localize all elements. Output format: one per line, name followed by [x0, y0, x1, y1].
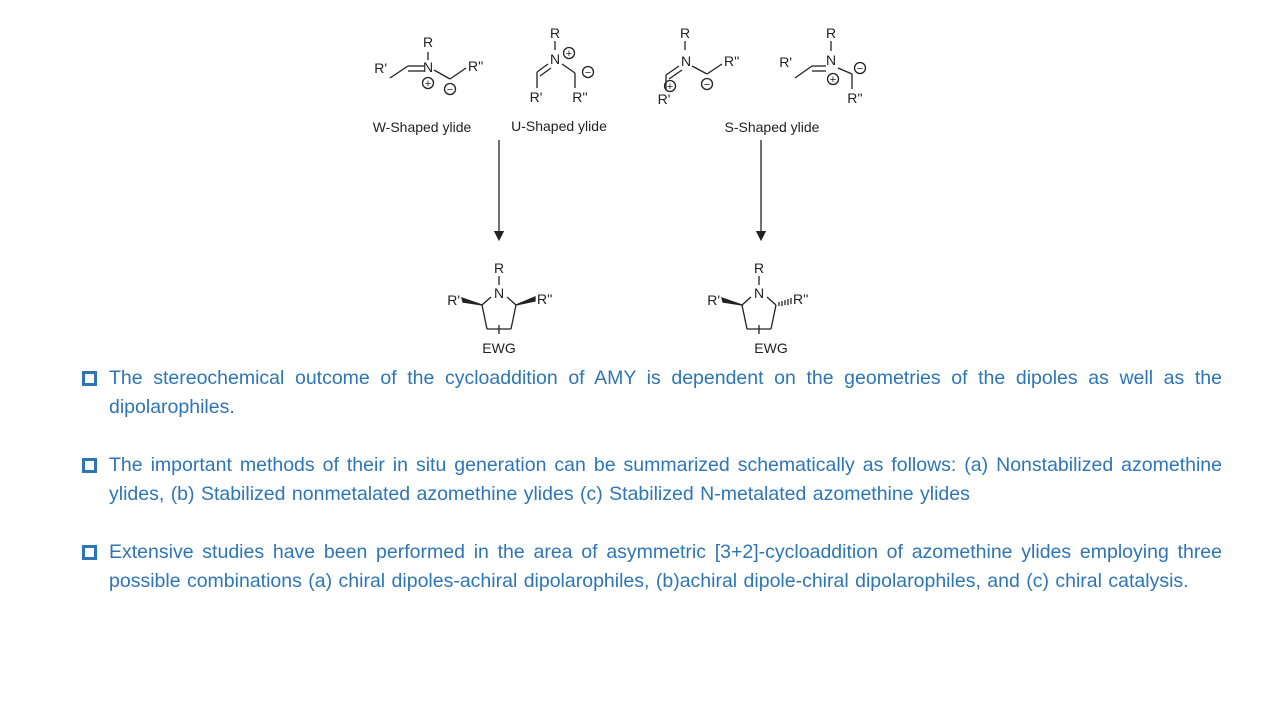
w-n-atom: N [423, 59, 433, 75]
p1-r2-group: R'' [537, 291, 552, 307]
u-shaped-label: U-Shaped ylide [511, 118, 607, 134]
u-minus-charge: − [585, 67, 591, 79]
bullet-text: The stereochemical outcome of the cycloa… [109, 367, 1222, 418]
u-r1-group: R' [530, 89, 543, 105]
p1-ewg: EWG [482, 340, 515, 356]
s2-minus-charge: − [857, 63, 863, 75]
w-r1-group: R' [374, 60, 387, 76]
p2-r2-group: R'' [793, 291, 808, 307]
s-shaped-ylide-structure-a [663, 41, 723, 93]
s2-r1-group: R' [779, 54, 792, 70]
bullet-item: The stereochemical outcome of the cycloa… [82, 364, 1222, 422]
u-plus-charge: + [566, 48, 572, 60]
s1-plus-charge: + [667, 81, 673, 93]
s1-r2-group: R'' [724, 53, 739, 69]
s1-n-atom: N [681, 53, 691, 69]
w-r-group: R [423, 34, 433, 50]
w-shaped-label: W-Shaped ylide [373, 119, 472, 135]
pyrrolidine-product-cis [461, 276, 536, 334]
bullet-text: The important methods of their in situ g… [109, 454, 1222, 505]
s-shaped-label: S-Shaped ylide [725, 119, 820, 135]
u-r-group: R [550, 25, 560, 41]
s1-r-group: R [680, 25, 690, 41]
w-r2-group: R'' [468, 58, 483, 74]
bullet-list: The stereochemical outcome of the cycloa… [82, 364, 1222, 625]
w-shaped-ylide-structure [389, 52, 467, 96]
u-r2-group: R'' [572, 89, 587, 105]
w-minus-charge: − [447, 84, 453, 96]
p1-r1-group: R' [447, 292, 460, 308]
s2-r-group: R [826, 25, 836, 41]
p2-n-atom: N [754, 285, 764, 301]
u-n-atom: N [550, 51, 560, 67]
reaction-scheme: R N R' R'' + − W-Shaped ylide R N R' R''… [373, 25, 867, 356]
p2-ewg: EWG [754, 340, 787, 356]
pyrrolidine-product-trans [721, 276, 792, 334]
s2-plus-charge: + [830, 74, 836, 86]
p2-r1-group: R' [707, 292, 720, 308]
u-shaped-ylide-structure [536, 41, 595, 88]
bullet-item: Extensive studies have been performed in… [82, 538, 1222, 596]
square-bullet-icon [82, 371, 97, 386]
s-shaped-ylide-structure-b [794, 41, 867, 89]
square-bullet-icon [82, 545, 97, 560]
bullet-text: Extensive studies have been performed in… [109, 541, 1222, 592]
w-plus-charge: + [425, 78, 431, 90]
s1-minus-charge: − [704, 79, 710, 91]
bullet-item: The important methods of their in situ g… [82, 451, 1222, 509]
p1-r-group: R [494, 260, 504, 276]
p2-r-group: R [754, 260, 764, 276]
s2-r2-group: R'' [847, 90, 862, 106]
p1-n-atom: N [494, 285, 504, 301]
square-bullet-icon [82, 458, 97, 473]
s1-r1-group: R' [658, 91, 671, 107]
s2-n-atom: N [826, 52, 836, 68]
